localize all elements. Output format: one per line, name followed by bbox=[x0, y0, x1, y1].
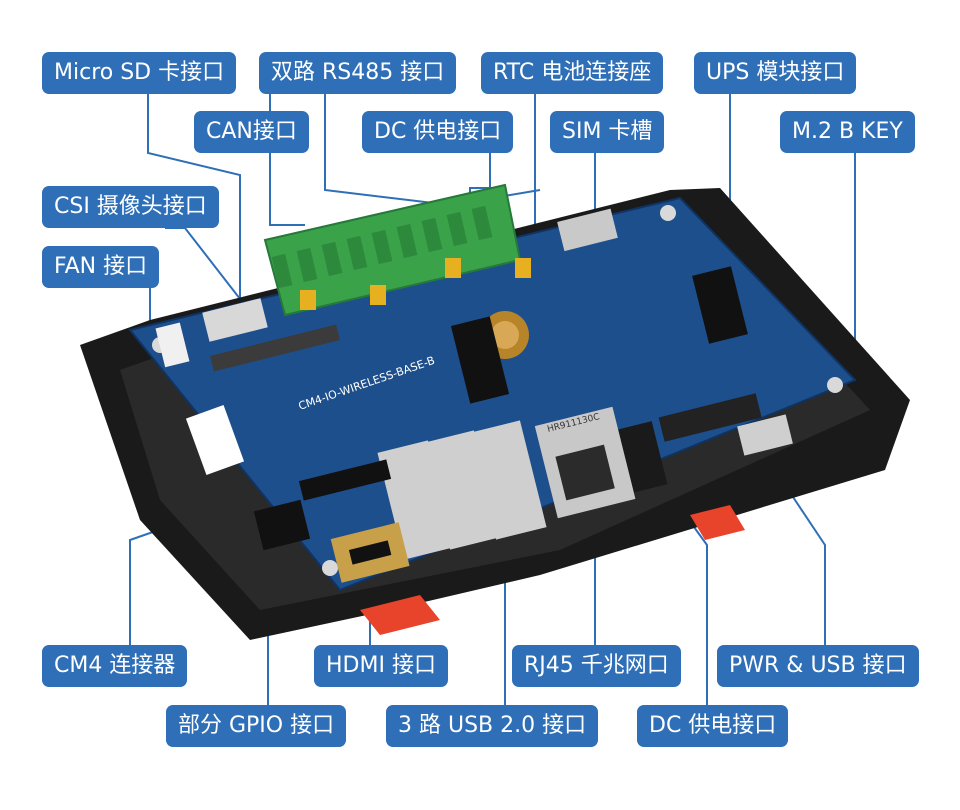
label-pwr-usb: PWR & USB 接口 bbox=[717, 645, 919, 687]
label-sim: SIM 卡槽 bbox=[550, 111, 665, 153]
label-dc-top: DC 供电接口 bbox=[362, 111, 514, 153]
label-usb: 3 路 USB 2.0 接口 bbox=[386, 705, 599, 747]
csi-connector bbox=[209, 324, 341, 372]
label-hdmi: HDMI 接口 bbox=[314, 645, 448, 687]
sim-slot bbox=[557, 208, 618, 252]
label-m2: M.2 B KEY bbox=[780, 111, 915, 153]
label-micro-sd: Micro SD 卡接口 bbox=[42, 52, 237, 94]
label-csi: CSI 摄像头接口 bbox=[42, 186, 219, 228]
label-can: CAN接口 bbox=[194, 111, 309, 153]
ups-header bbox=[450, 316, 510, 404]
gpio-header bbox=[253, 499, 311, 551]
label-ups: UPS 模块接口 bbox=[694, 52, 857, 94]
microsd-slot bbox=[202, 298, 268, 342]
label-rj45: RJ45 千兆网口 bbox=[512, 645, 681, 687]
fan-connector bbox=[155, 322, 190, 368]
label-cm4: CM4 连接器 bbox=[42, 645, 188, 687]
din-clip bbox=[360, 595, 440, 635]
label-rtc: RTC 电池连接座 bbox=[481, 52, 664, 94]
label-fan: FAN 接口 bbox=[42, 246, 160, 288]
label-gpio: 部分 GPIO 接口 bbox=[166, 705, 347, 747]
din-clip bbox=[690, 505, 745, 540]
m2-slot bbox=[658, 393, 762, 442]
label-dc-bottom: DC 供电接口 bbox=[637, 705, 789, 747]
cm4-connector bbox=[298, 459, 392, 501]
jumpers bbox=[300, 258, 531, 310]
label-rs485: 双路 RS485 接口 bbox=[259, 52, 457, 94]
usb-c-port bbox=[737, 414, 793, 456]
ups-header-right bbox=[692, 266, 748, 344]
